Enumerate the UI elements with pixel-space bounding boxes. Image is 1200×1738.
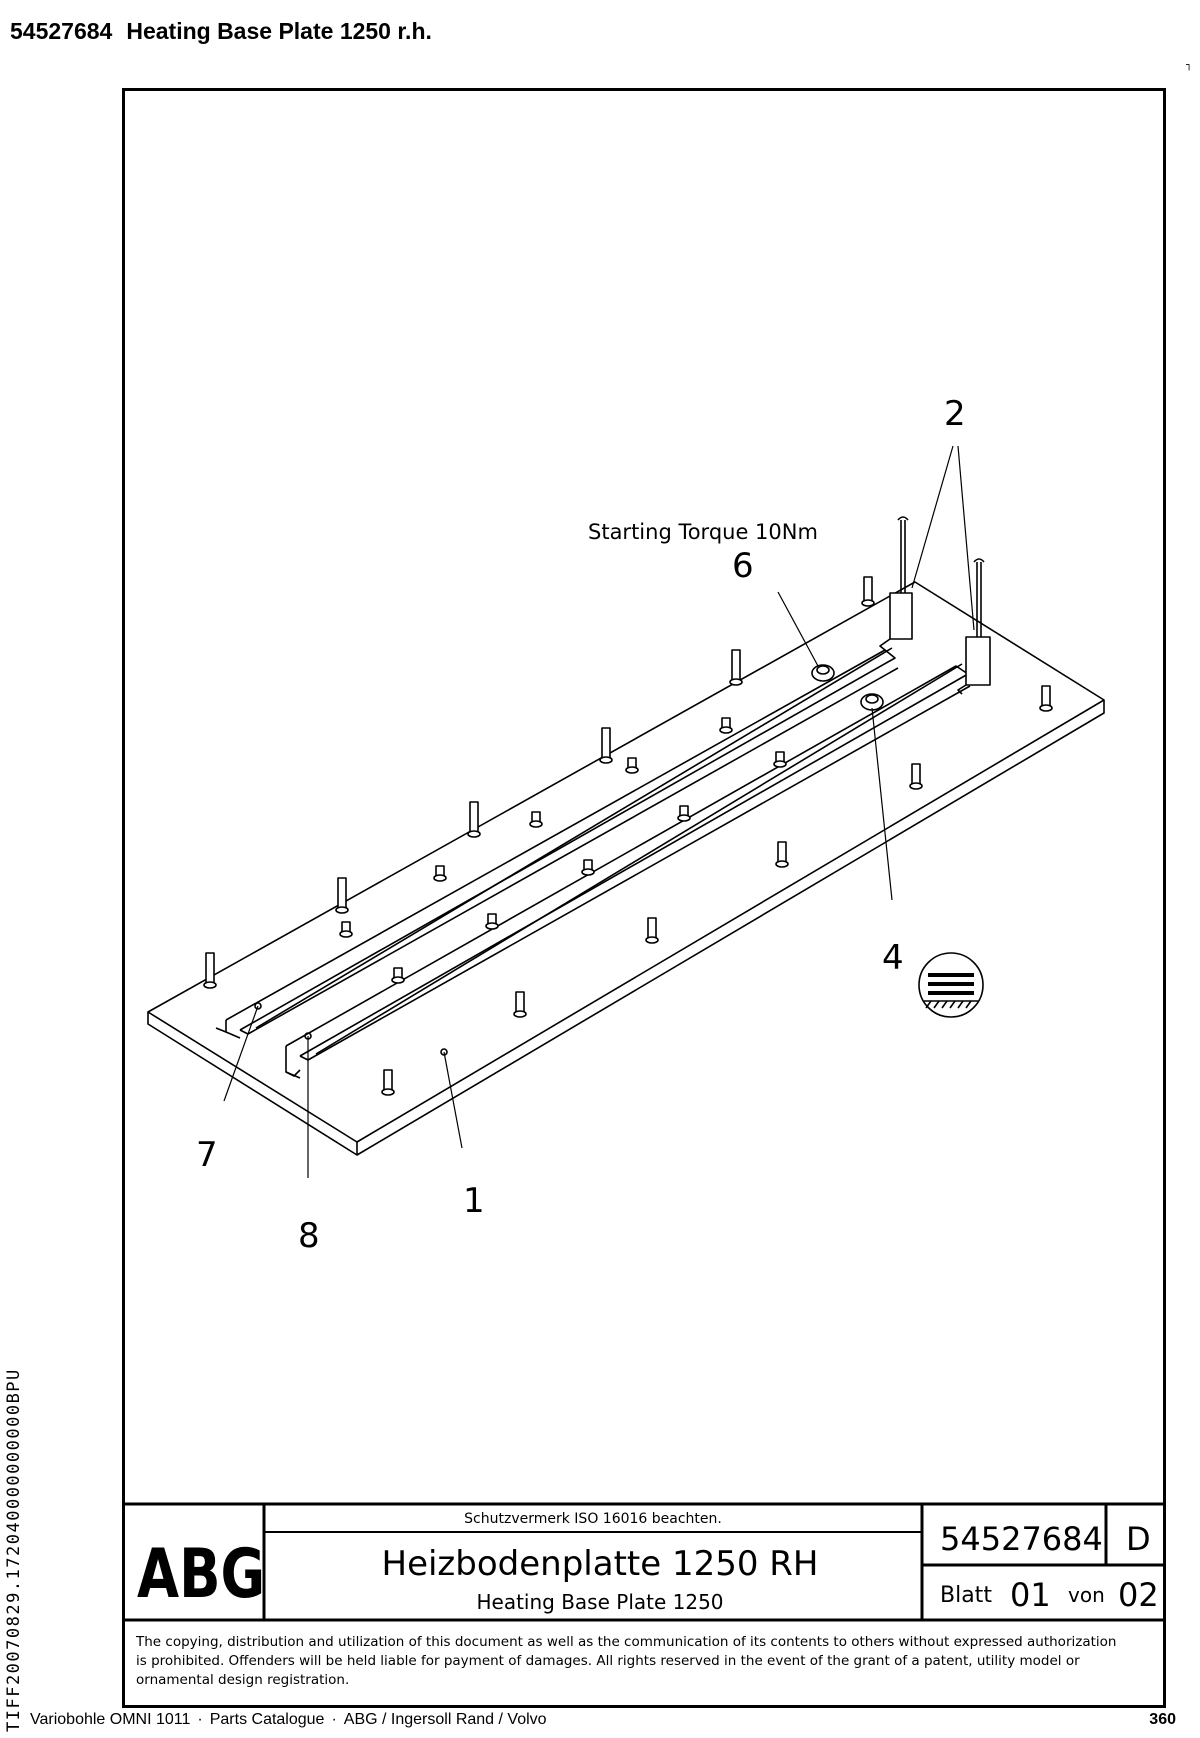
footer: Variobohle OMNI 1011 · Parts Catalogue · ABG… (30, 1711, 547, 1729)
callout-7: 7 (196, 1135, 218, 1175)
callout-4: 4 (882, 938, 904, 978)
nut-4 (860, 693, 884, 711)
torque-note: Starting Torque 10Nm (588, 520, 818, 544)
page-title: 54527684 Heating Base Plate 1250 r.h. (10, 18, 432, 45)
title-english: Heating Base Plate 1250 (476, 1590, 723, 1614)
terminal-left (879, 516, 913, 651)
part-number: 54527684 (10, 18, 113, 44)
protection-note: Schutzvermerk ISO 16016 beachten. (464, 1511, 722, 1527)
footer-separator: · (331, 1711, 337, 1728)
crop-mark: ┐ (1186, 60, 1193, 71)
leader-lines (223, 445, 975, 1178)
footer-maker: ABG / Ingersoll Rand / Volvo (343, 1711, 547, 1728)
of-label: von (1068, 1583, 1105, 1607)
part-title: Heating Base Plate 1250 r.h. (126, 18, 432, 44)
callout-8: 8 (298, 1216, 320, 1256)
copyright-note: The copying, distribution and utilizatio… (135, 1634, 1116, 1688)
copyright-line: is prohibited. Offenders will be held li… (136, 1653, 1080, 1669)
sheet-label: Blatt (940, 1583, 992, 1608)
surface-symbol-icon (918, 952, 984, 1018)
terminal-right (957, 558, 991, 695)
drawing-frame (122, 88, 1166, 1708)
studs (203, 576, 1053, 1096)
callout-6: 6 (732, 546, 754, 586)
copyright-line: The copying, distribution and utilizatio… (135, 1634, 1116, 1650)
footer-catalogue: Parts Catalogue (209, 1711, 325, 1728)
revision: D (1126, 1520, 1151, 1558)
sheet-number: 01 (1010, 1576, 1051, 1614)
page-number: 360 (1149, 1711, 1176, 1728)
side-code: TIFF20070829.172040000000000BPU (4, 1368, 24, 1732)
title-german: Heizbodenplatte 1250 RH (382, 1544, 819, 1584)
footer-separator: · (197, 1711, 203, 1728)
copyright-line: ornamental design registration. (136, 1672, 349, 1688)
sheet-total: 02 (1118, 1576, 1159, 1614)
callout-1: 1 (463, 1181, 485, 1221)
base-plate (147, 581, 1105, 1143)
drawing-number: 54527684 (940, 1520, 1103, 1558)
callout-2: 2 (944, 394, 966, 434)
footer-product: Variobohle OMNI 1011 (30, 1711, 191, 1728)
title-block (122, 1502, 1166, 1622)
abg-logo: ABG (137, 1534, 265, 1614)
nut-6 (811, 664, 835, 682)
